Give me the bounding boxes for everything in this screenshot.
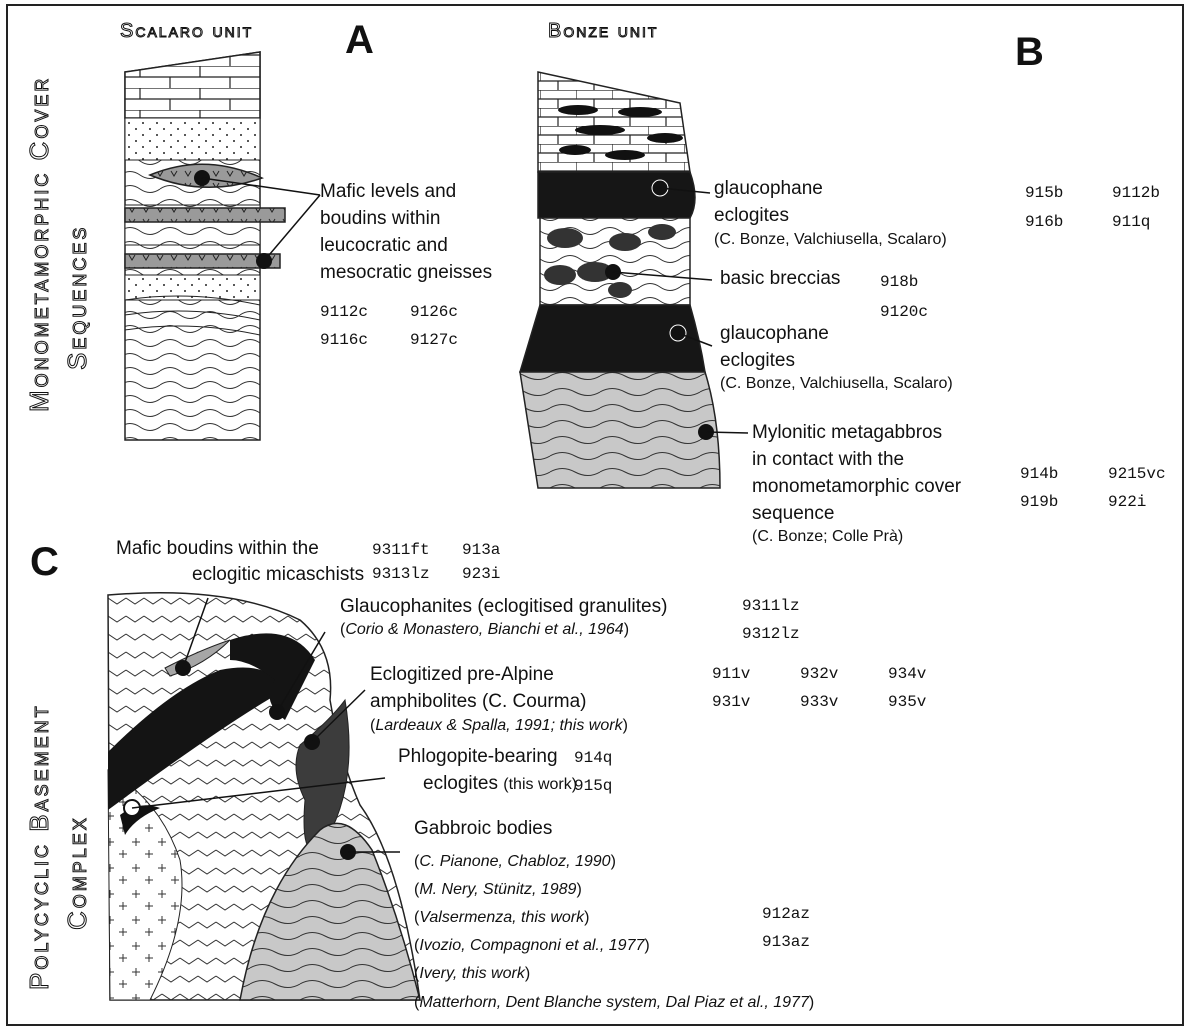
- mylonitic-label-1: Mylonitic metagabbros: [752, 422, 943, 443]
- sample-id: 914b: [1020, 465, 1059, 483]
- basic-breccias-label: basic breccias: [720, 268, 841, 289]
- glaucophane-label-2b: eclogites: [720, 350, 795, 371]
- sample-id: 9313lz: [372, 565, 430, 583]
- mafic-levels-label-1: Mafic levels and: [320, 181, 457, 202]
- sample-id: 923i: [462, 565, 501, 583]
- mafic-levels-label-3: leucocratic and: [320, 235, 448, 256]
- sample-id: 9126c: [410, 303, 459, 321]
- sample-id: 912az: [762, 905, 811, 923]
- gabbroic-ref: (Matterhorn, Dent Blanche system, Dal Pi…: [414, 994, 815, 1011]
- side-label-top-2: Sequences: [62, 224, 93, 370]
- sample-id: 922i: [1108, 493, 1147, 511]
- sample-id: 9312lz: [742, 625, 800, 643]
- side-label-bottom-2: Complex: [62, 815, 93, 931]
- amphibolites-ref: (Lardeaux & Spalla, 1991; this work): [370, 717, 628, 734]
- sample-id: 919b: [1020, 493, 1059, 511]
- glaucophane-locality-2: (C. Bonze, Valchiusella, Scalaro): [720, 375, 953, 392]
- glaucophane-label-2a: glaucophane: [720, 323, 829, 344]
- mafic-boudins-label-1: Mafic boudins within the: [116, 538, 319, 559]
- column-a: [124, 51, 321, 441]
- sample-id: 933v: [800, 693, 839, 711]
- sample-id: 9311lz: [742, 597, 800, 615]
- phlogopite-label-2: eclogites (this work): [423, 773, 578, 794]
- gabbroic-ref: (Ivery, this work): [414, 965, 531, 982]
- sample-id: 9112b: [1112, 184, 1161, 202]
- gabbroic-ref: (C. Pianone, Chabloz, 1990): [414, 853, 616, 870]
- unit-title-b: Bonze unit: [547, 20, 659, 43]
- amphibolites-label-2: amphibolites (C. Courma): [370, 691, 587, 712]
- side-label-top-1: Monometamorphic Cover: [24, 75, 55, 412]
- sample-id: 934v: [888, 665, 927, 683]
- mylonitic-label-2: in contact with the: [752, 449, 905, 470]
- side-label-bottom-1: Polycyclic Basement: [24, 703, 55, 991]
- mafic-levels-label-4: mesocratic gneisses: [320, 262, 493, 283]
- sample-id: 9127c: [410, 331, 459, 349]
- outcrop-sketch-c: [107, 592, 421, 1001]
- mafic-levels-label-2: boudins within: [320, 208, 441, 229]
- sample-id: 9311ft: [372, 541, 430, 559]
- sample-id: 9120c: [880, 303, 929, 321]
- mylonitic-label-4: sequence: [752, 503, 835, 524]
- sample-id: 9116c: [320, 331, 369, 349]
- glaucophane-locality-1: (C. Bonze, Valchiusella, Scalaro): [714, 231, 947, 248]
- mafic-boudins-label-2: eclogitic micaschists: [192, 564, 365, 585]
- gabbroic-ref: (M. Nery, Stünitz, 1989): [414, 881, 582, 898]
- mylonitic-locality: (C. Bonze; Colle Prà): [752, 528, 904, 545]
- phlogopite-label-1: Phlogopite-bearing: [398, 746, 558, 767]
- gabbroic-label: Gabbroic bodies: [414, 818, 553, 839]
- panel-letter-b: B: [1015, 30, 1044, 74]
- gabbroic-ref: (Ivozio, Compagnoni et al., 1977): [414, 937, 650, 954]
- mylonitic-label-3: monometamorphic cover: [752, 476, 962, 497]
- sample-id: 932v: [800, 665, 839, 683]
- figure-frame: [6, 4, 1184, 1026]
- gabbroic-ref: (Valsermenza, this work): [414, 909, 590, 926]
- glaucophanites-label: Glaucophanites (eclogitised granulites): [340, 596, 668, 617]
- panel-letter-a: A: [345, 18, 374, 62]
- sample-id: 935v: [888, 693, 927, 711]
- sample-id: 918b: [880, 273, 919, 291]
- sample-id: 915b: [1025, 184, 1064, 202]
- amphibolites-label-1: Eclogitized pre-Alpine: [370, 664, 554, 685]
- unit-title-a: Scalaro unit: [119, 20, 254, 43]
- panel-letter-c: C: [30, 540, 59, 584]
- sample-id: 911q: [1112, 213, 1151, 231]
- sample-id: 916b: [1025, 213, 1064, 231]
- sample-id: 915q: [574, 777, 613, 795]
- sample-id: 913a: [462, 541, 501, 559]
- glaucophane-label-1a: glaucophane: [714, 178, 823, 199]
- sample-id: 913az: [762, 933, 811, 951]
- sample-id: 911v: [712, 665, 751, 683]
- sample-id: 914q: [574, 749, 613, 767]
- sample-id: 931v: [712, 693, 751, 711]
- sample-id: 9112c: [320, 303, 369, 321]
- glaucophanites-ref: (Corio & Monastero, Bianchi et al., 1964…: [340, 621, 630, 638]
- sample-id: 9215vc: [1108, 465, 1166, 483]
- glaucophane-label-1b: eclogites: [714, 205, 789, 226]
- column-b: [518, 71, 749, 489]
